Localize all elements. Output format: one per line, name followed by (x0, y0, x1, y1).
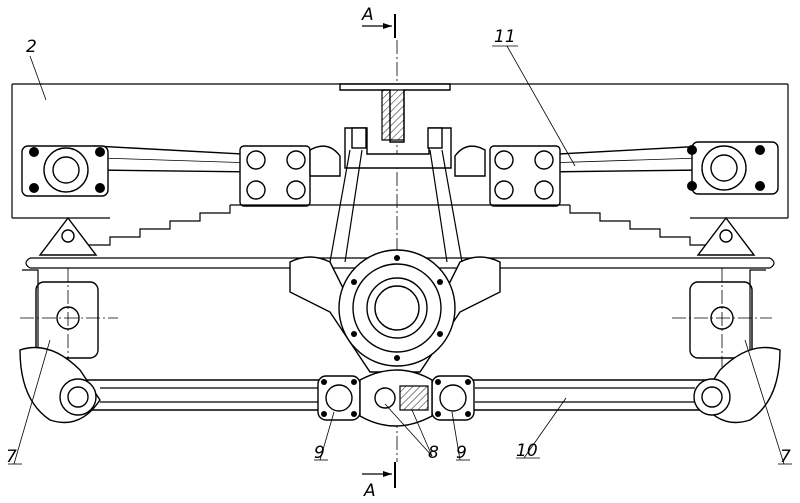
label-lower-bracket-left: 9 (314, 443, 325, 463)
label-spring-bracket-left: 7 (6, 447, 17, 467)
section-mark-top: A (361, 5, 396, 38)
label-lower-bracket-right: 9 (456, 443, 467, 463)
leaders (8, 45, 792, 465)
upper-torque-rod-left (21, 145, 261, 197)
label-pin: 8 (428, 443, 439, 463)
label-lower-torque-rod: 10 (516, 441, 538, 461)
section-label-bottom: A (363, 481, 376, 501)
frame-rail (11, 83, 789, 219)
section-label-top: A (361, 5, 374, 25)
lower-torque-rod-left (19, 346, 331, 424)
spring-hangers (38, 216, 756, 256)
axle-housing (289, 149, 501, 373)
upper-brackets (239, 127, 561, 207)
label-upper-torque-rod: 11 (494, 27, 516, 47)
lower-torque-rod-right (464, 346, 781, 424)
lower-bracket-right (431, 375, 475, 421)
section-mark-bottom: A (362, 462, 396, 501)
lower-bracket-left (317, 375, 361, 421)
label-spring-bracket-right: 7 (780, 447, 791, 467)
upper-torque-rod-right (539, 141, 779, 195)
label-frame: 2 (26, 37, 37, 57)
spring-bracket-left (20, 268, 118, 370)
center-pin-assembly (359, 369, 433, 427)
